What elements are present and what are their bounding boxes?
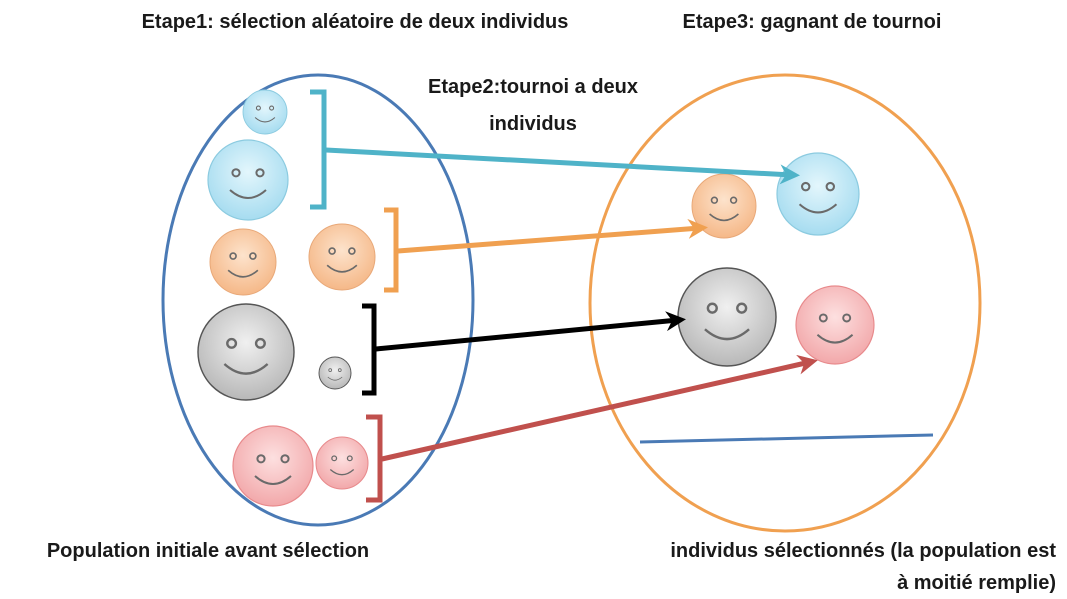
selected-population-label-line1: individus sélectionnés (la population es…: [670, 540, 1056, 562]
bracket-orange: [384, 207, 399, 293]
face-orange-1: [210, 229, 276, 295]
bracket-blue: [310, 89, 327, 210]
face-blue-selected: [777, 153, 859, 235]
half-filled-line: [639, 433, 934, 444]
step2-label-line2: individus: [489, 113, 577, 135]
face-red-large: [233, 426, 313, 506]
bracket-red: [366, 414, 383, 503]
face-red-selected: [796, 286, 874, 364]
step3-label: Etape3: gagnant de tournoi: [683, 11, 942, 33]
face-gray-large: [198, 304, 294, 400]
face-red-small: [316, 437, 368, 489]
step2-label-line1: Etape2:tournoi a deux: [428, 76, 638, 98]
face-blue-large: [208, 140, 288, 220]
face-blue-small: [243, 90, 287, 134]
bracket-black: [362, 303, 377, 396]
selected-population-label-line2: à moitié remplie): [897, 572, 1056, 594]
step1-label: Etape1: sélection aléatoire de deux indi…: [142, 11, 569, 33]
population-initial-label: Population initiale avant sélection: [47, 540, 369, 562]
selected-population-ellipse: [588, 73, 982, 533]
face-orange-2: [309, 224, 375, 290]
face-orange-selected: [692, 174, 756, 238]
arrow-black: [375, 311, 686, 352]
arrow-red: [381, 354, 818, 462]
arrow-orange: [397, 218, 708, 254]
face-gray-small: [319, 357, 351, 389]
face-gray-selected: [678, 268, 776, 366]
arrow-blue: [325, 147, 800, 185]
initial-population-ellipse: [161, 73, 475, 527]
